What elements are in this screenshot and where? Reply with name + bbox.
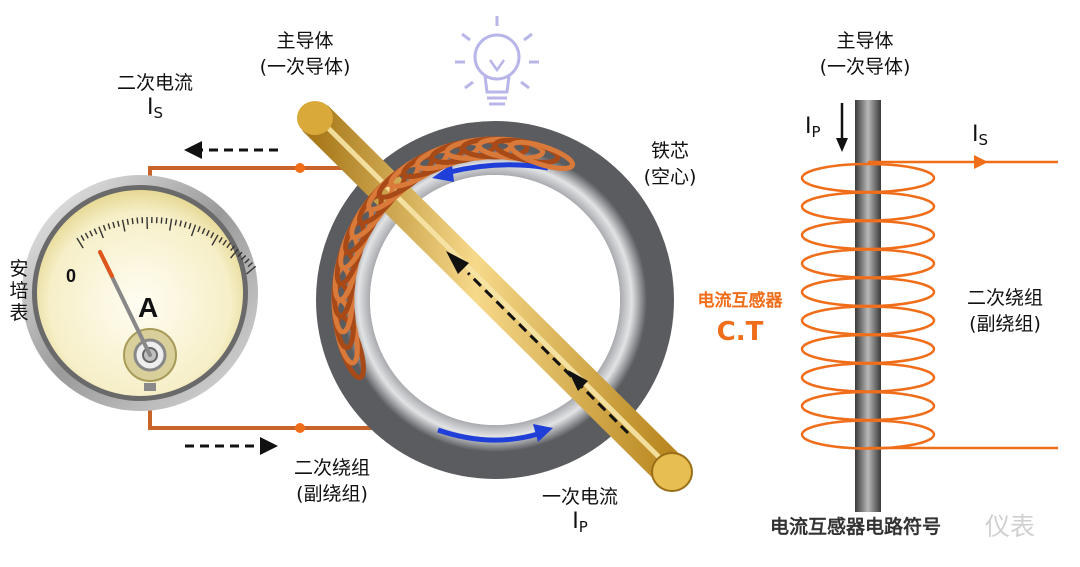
symbol-primary-conductor-note: (一次导体) [819,56,911,78]
dial-scale [76,216,257,275]
symbol-is-label: IS [972,122,989,150]
dial-tick [201,228,206,235]
symbol-title: 电流互感器电路符号 [770,516,942,538]
dial-tick [160,217,163,224]
dial-tick [218,237,223,243]
dial-unit-label: A [138,292,158,323]
symbol-sub-winding-text: (副绕组) [969,313,1041,335]
iron-core-label: 铁芯 (空心) [630,138,710,190]
secondary-current-arrow [184,141,278,159]
dial-tick [244,258,250,264]
dial-zero-label: 0 [66,266,76,286]
symbol-main-conductor-label: 主导体 (一次导体) [815,28,915,80]
main-conductor-title: 主导体 [276,30,334,52]
dial-tick [197,226,201,233]
dial-tick [169,218,173,231]
dial-tick [188,222,192,230]
dial-tick [205,230,210,237]
dial-tick [183,221,187,228]
flux-arrow-head [432,164,454,182]
dial-tick [246,265,257,275]
dial-tick [117,220,120,227]
ammeter-label: 安培表 [6,258,32,324]
primary-conductor-rod [297,101,693,492]
ammeter [22,175,258,411]
dial-tick [102,224,107,231]
symbol-ip-label: IP [805,114,821,142]
secondary-winding-text: 二次绕组 [293,457,370,479]
junction-dot [295,163,305,173]
watermark-ghost: 仪表 [985,512,1036,541]
dial-tick [210,232,215,239]
dial-tick [107,223,111,230]
dial-tick [237,251,243,258]
secondary-current-text: 二次电流 [116,72,193,94]
dial-tick [190,224,197,237]
symbol-secondary-winding-text: 二次绕组 [966,287,1043,309]
coil-turn [508,139,576,171]
dial-tick [126,218,129,225]
primary-current-label: 一次电流 IP [520,484,640,539]
ip-symbol: IP [572,509,588,537]
primary-current-text: 一次电流 [541,486,618,508]
main-conductor-label: 主导体 (一次导体) [255,28,355,80]
dial-tick [165,217,168,225]
dial-tick [80,235,85,241]
junction-dot [295,423,305,433]
ammeter-text: 安培表 [9,258,29,324]
iron-core-text: 铁芯 [650,140,689,162]
symbol-output-leads [868,160,1058,450]
ct-name-label: 电流互感器 C.T [680,288,800,350]
secondary-winding-label: 二次绕组 (副绕组) [282,455,382,507]
flux-arrow-head [533,424,553,442]
dial-tick [131,218,134,225]
sub-winding-text: (副绕组) [296,483,368,505]
dial-tick [230,248,239,259]
dial-tick [247,262,253,268]
dial-tick [240,255,247,261]
ct-name-text: 电流互感器 [697,291,783,311]
flux-arrow [449,162,549,175]
dial-tick [93,228,98,235]
primary-conductor-note: (一次导体) [259,56,351,78]
dial-tick [76,237,84,249]
symbol-secondary-winding-label: 二次绕组 (副绕组) [950,285,1060,337]
hollow-text: (空心) [643,166,697,188]
dial-tick [174,219,178,226]
flux-arrow [437,427,539,443]
dial-tick [98,226,104,239]
dial-tick [136,217,139,224]
symbol-main-conductor-title: 主导体 [836,30,894,52]
secondary-winding-coil [331,136,576,381]
dial-tick [179,220,182,227]
dial-tick [226,242,231,249]
dial-tick [121,219,126,232]
is-symbol: IS [146,95,164,123]
secondary-return-arrow [185,437,278,455]
dial-tick [211,234,219,246]
symbol-winding [800,162,936,450]
lightbulb-icon [455,16,539,106]
dial-tick [222,239,227,246]
dial-tick [89,230,94,237]
dial-tick [84,232,89,239]
secondary-current-label: 二次电流 IS [100,70,210,125]
dial-tick [230,245,235,252]
symbol-is-arrowhead [974,155,988,169]
primary-current-arrow [446,251,630,435]
ct-abbr-text: C.T [716,317,764,347]
symbol-ip-arrow [836,103,848,152]
dial-tick [112,221,116,229]
